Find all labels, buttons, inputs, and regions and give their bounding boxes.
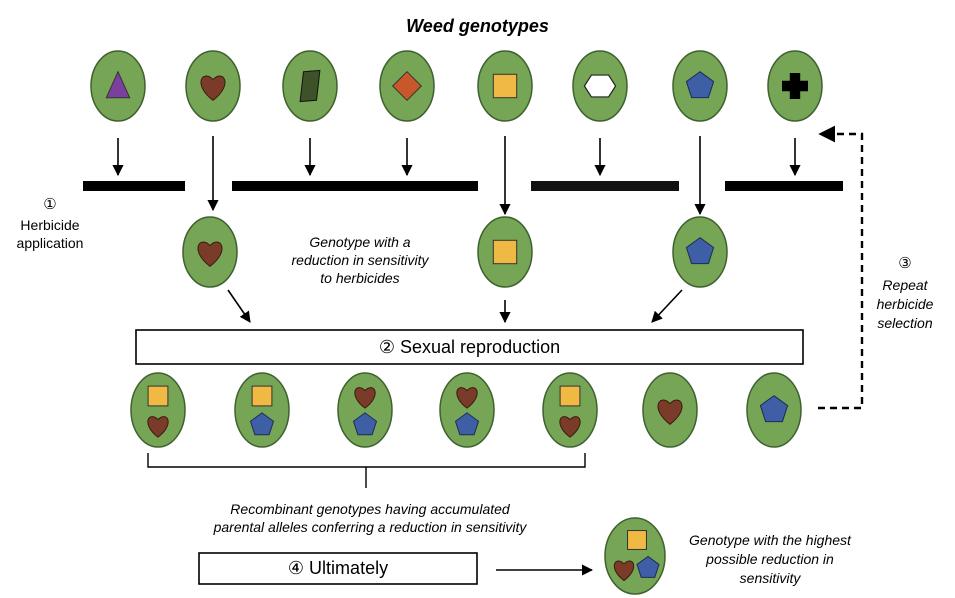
genotype-cell <box>379 50 435 122</box>
reproduction-arrows <box>227 289 683 324</box>
annotation-recombinant-line1: Recombinant genotypes having accumulated <box>230 501 510 517</box>
pentagon-allele <box>454 412 480 436</box>
genotype-cell <box>672 216 728 288</box>
herbicide-bar <box>531 181 679 191</box>
surviving-genotypes <box>182 216 728 288</box>
herbicide-bar <box>83 181 185 191</box>
genotype-cell <box>477 216 533 288</box>
genotype-cell <box>282 50 338 122</box>
annotation-reduction-line3: to herbicides <box>320 270 400 286</box>
genotype-cell <box>130 372 186 448</box>
genotype-cell <box>182 216 238 288</box>
heart-allele <box>657 399 683 425</box>
genotype-cell <box>185 50 241 122</box>
ultimately-label: ④ Ultimately <box>287 558 389 578</box>
heart-allele <box>200 75 226 101</box>
pentagon-allele <box>685 71 715 99</box>
recombinant-genotypes <box>130 372 802 448</box>
cross-allele <box>782 73 808 99</box>
repeat-selection-arrow <box>818 125 864 410</box>
cell-body <box>130 372 186 448</box>
genotype-cell <box>542 372 598 448</box>
offspring-bracket <box>147 453 586 488</box>
hexagon-allele <box>583 74 617 98</box>
pentagon-allele <box>685 237 715 265</box>
top-arrows <box>112 136 801 216</box>
step3-label-line2: herbicide <box>876 296 934 312</box>
heart-allele <box>613 560 635 582</box>
genotype-cell <box>234 372 290 448</box>
herbicide-bar <box>232 181 478 191</box>
genotype-cell <box>672 50 728 122</box>
ultimately-box <box>198 552 478 585</box>
pentagon-allele <box>352 412 378 436</box>
diamond-allele <box>391 70 423 102</box>
step3-number: ③ <box>898 255 912 272</box>
sexual-reproduction-box <box>135 329 804 365</box>
step1-label-line1: Herbicide <box>20 217 80 233</box>
parallelogram-allele <box>299 69 321 103</box>
annotation-recombinant-line2: parental alleles conferring a reduction … <box>213 519 527 535</box>
herbicide-bar <box>725 181 843 191</box>
top-genotypes <box>90 50 823 122</box>
pentagon-allele <box>249 412 275 436</box>
square-allele <box>559 385 581 407</box>
cell-body <box>234 372 290 448</box>
genotype-cell <box>477 50 533 122</box>
cell-body <box>604 517 666 595</box>
genotype-cell <box>572 50 628 122</box>
heart-allele <box>354 387 376 409</box>
annotation-highest-line3: sensitivity <box>739 570 801 586</box>
genotype-cell <box>746 372 802 448</box>
square-allele <box>251 385 273 407</box>
cell-body <box>337 372 393 448</box>
heart-allele <box>456 387 478 409</box>
annotation-highest-line1: Genotype with the highest <box>689 532 851 548</box>
step1-label-line2: application <box>16 235 84 251</box>
heart-allele <box>147 416 169 438</box>
triangle-allele <box>105 70 131 99</box>
square-allele <box>627 530 647 550</box>
heart-allele <box>559 416 581 438</box>
final-genotype <box>604 517 666 595</box>
annotation-reduction-line1: Genotype with a <box>309 234 411 250</box>
genotype-cell <box>604 517 666 595</box>
annotation-highest-line2: possible reduction in <box>706 551 834 567</box>
genotype-cell <box>90 50 146 122</box>
square-allele <box>492 239 518 265</box>
diagram-title: Weed genotypes <box>406 16 549 36</box>
cell-body <box>439 372 495 448</box>
genotype-cell <box>642 372 698 448</box>
annotation-reduction-line2: reduction in sensitivity <box>291 252 429 268</box>
square-allele <box>492 73 518 99</box>
genotype-cell <box>337 372 393 448</box>
genotype-cell <box>439 372 495 448</box>
step1-number: ① <box>43 196 57 213</box>
cell-body <box>542 372 598 448</box>
pentagon-allele <box>759 395 789 423</box>
step3-label-line3: selection <box>877 315 933 331</box>
square-allele <box>147 385 169 407</box>
sexual-reproduction-label: ② Sexual reproduction <box>378 337 561 357</box>
heart-allele <box>197 241 223 267</box>
pentagon-allele <box>636 555 660 578</box>
herbicide-bars <box>83 181 843 191</box>
genotype-cell <box>767 50 823 122</box>
step3-label-line1: Repeat <box>882 277 928 293</box>
